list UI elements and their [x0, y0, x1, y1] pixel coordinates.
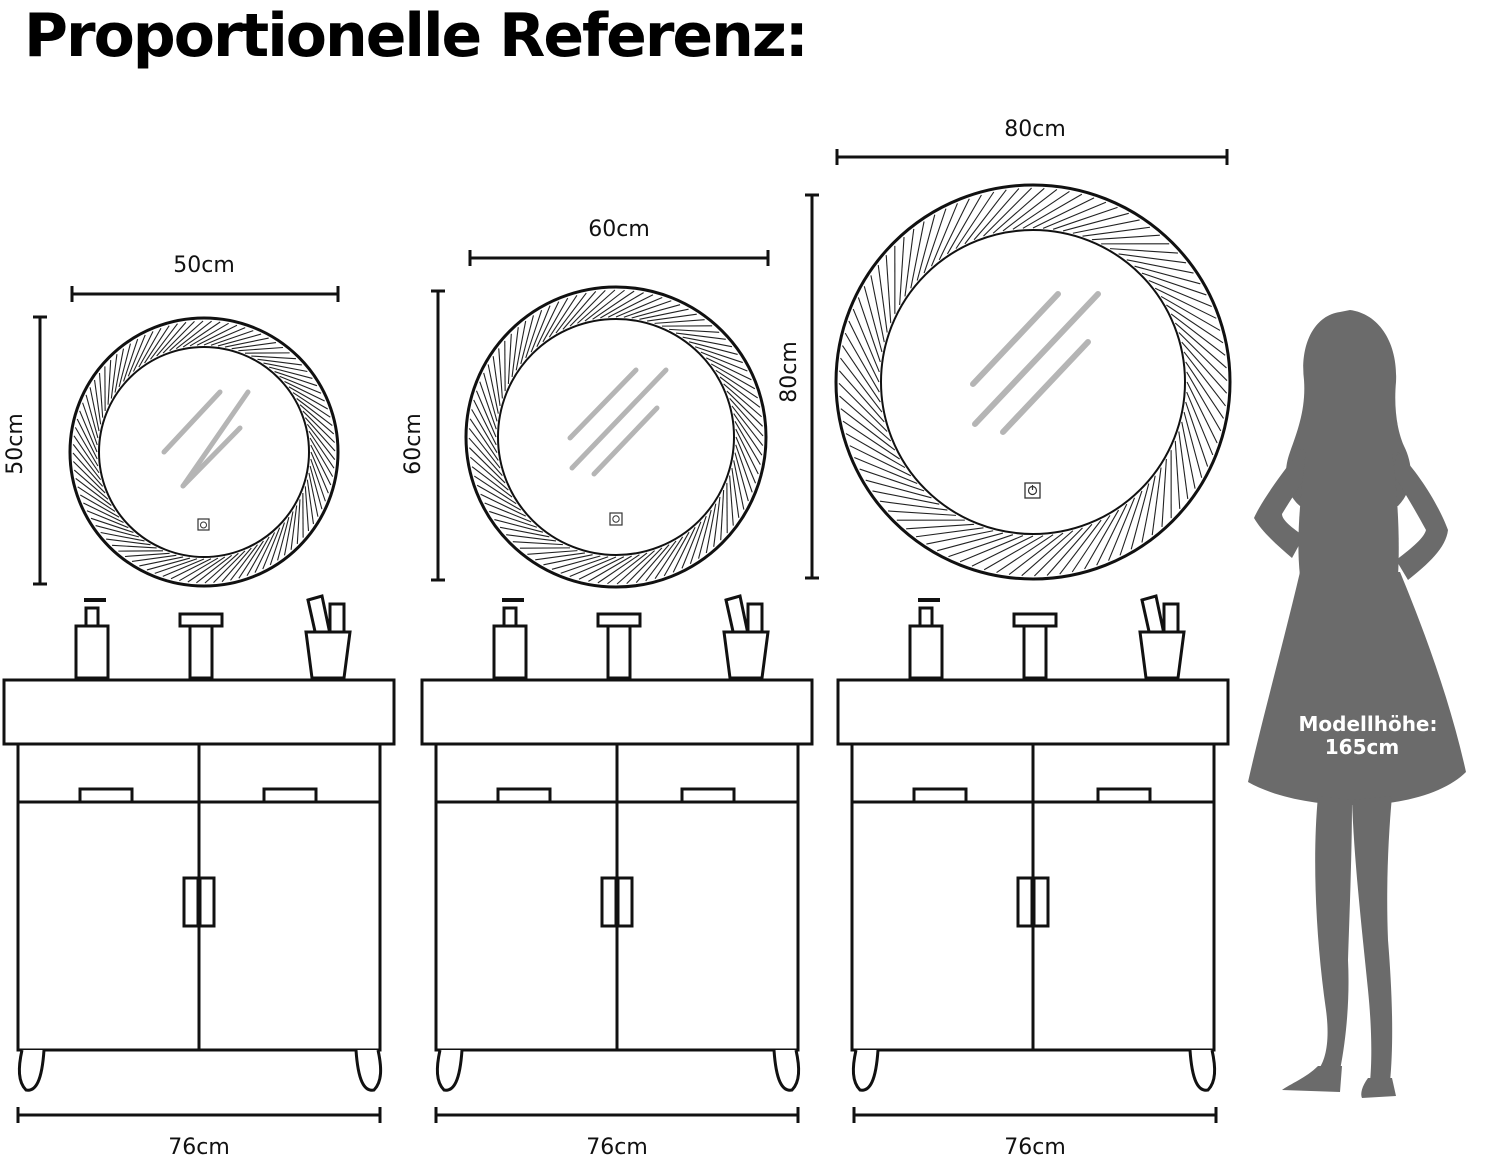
vanity-cabinet: [2, 594, 396, 1092]
drawer-handle: [912, 787, 968, 804]
width-label: 80cm: [1004, 117, 1066, 142]
soap-dispenser-icon: [908, 598, 944, 680]
mirror-group-50: 50cm 50cm: [3, 253, 340, 588]
vanity-cabinet: [420, 594, 814, 1092]
drawer-handle: [496, 787, 552, 804]
drawer-handle: [78, 787, 134, 804]
frame-hatching: [838, 187, 1228, 577]
woman-silhouette: [1248, 310, 1466, 1098]
base-width-dimension: 76cm: [16, 1107, 382, 1160]
height-label: 60cm: [401, 413, 426, 475]
model-height-value: 165cm: [1325, 735, 1399, 759]
door-handle: [182, 876, 200, 928]
cabinet-leg: [851, 1049, 880, 1092]
cabinet-leg: [1188, 1049, 1217, 1092]
door-handle: [600, 876, 618, 928]
cabinet-leg: [354, 1049, 383, 1092]
model-height-label: Modellhöhe:: [1298, 712, 1437, 736]
width-dimension: 60cm: [468, 217, 770, 266]
reflection-lines: [161, 389, 251, 489]
vanity-countertop: [836, 678, 1230, 746]
drawer-handle: [1096, 787, 1152, 804]
frame-hatching: [468, 289, 764, 585]
reflection-lines: [970, 291, 1101, 435]
height-label: 80cm: [777, 341, 802, 403]
vanity-countertop: [420, 678, 814, 746]
toothbrush-cup-icon: [722, 594, 770, 680]
door-handle: [1016, 876, 1034, 928]
faucet-icon: [596, 612, 642, 680]
width-label: 50cm: [173, 253, 235, 278]
faucet-icon: [178, 612, 224, 680]
height-dimension: 50cm: [3, 315, 47, 586]
door-handle: [616, 876, 634, 928]
soap-dispenser-icon: [492, 598, 528, 680]
power-touch-icon: [1024, 482, 1041, 499]
drawer-handle: [262, 787, 318, 804]
base-width-dimension: 76cm: [852, 1107, 1218, 1160]
round-mirror: [464, 285, 768, 589]
faucet-icon: [1012, 612, 1058, 680]
base-width-dimension: 76cm: [434, 1107, 800, 1160]
height-dimension: 60cm: [401, 289, 445, 582]
page-title: Proportionelle Referenz:: [24, 1, 809, 71]
drawer-handle: [680, 787, 736, 804]
mirror-group-80: 80cm 80cm: [777, 117, 1232, 581]
door-handle: [1032, 876, 1050, 928]
height-label: 50cm: [3, 413, 28, 475]
cabinet-leg: [772, 1049, 801, 1092]
width-dimension: 50cm: [70, 253, 340, 302]
soap-dispenser-icon: [74, 598, 110, 680]
mirror-group-60: 60cm 60cm: [401, 217, 770, 589]
width-dimension: 80cm: [835, 117, 1229, 165]
cabinet-leg: [435, 1049, 464, 1092]
base-width-label: 76cm: [168, 1135, 230, 1160]
vanity-cabinet: [836, 594, 1230, 1092]
toothbrush-cup-icon: [304, 594, 352, 680]
power-touch-icon: [197, 518, 210, 531]
door-handle: [198, 876, 216, 928]
cabinet-leg: [17, 1049, 46, 1092]
round-mirror: [834, 183, 1232, 581]
round-mirror: [68, 316, 340, 588]
toothbrush-cup-icon: [1138, 594, 1186, 680]
base-width-label: 76cm: [1004, 1135, 1066, 1160]
base-width-label: 76cm: [586, 1135, 648, 1160]
height-dimension: 80cm: [777, 193, 819, 580]
reflection-lines: [567, 367, 669, 477]
width-label: 60cm: [588, 217, 650, 242]
vanity-countertop: [2, 678, 396, 746]
frame-hatching: [72, 320, 336, 584]
power-touch-icon: [609, 512, 623, 526]
